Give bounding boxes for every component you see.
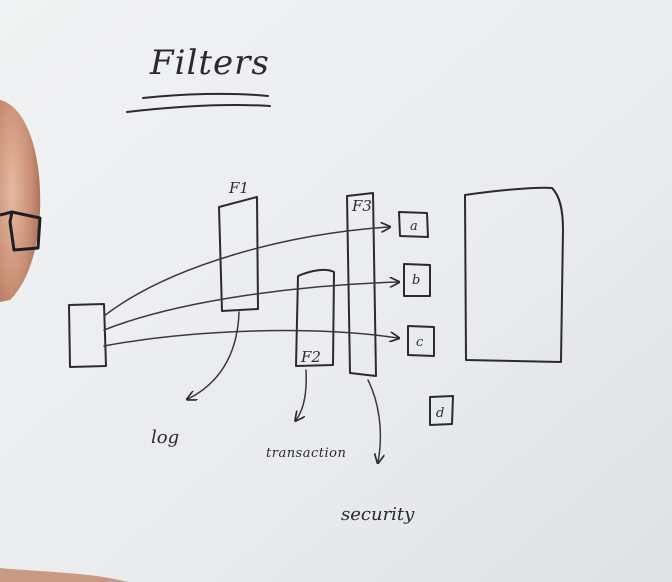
target-b-label: b xyxy=(412,273,420,288)
arrow-to-b xyxy=(103,282,398,331)
arrow-to-c xyxy=(103,329,398,347)
server-box xyxy=(464,186,564,363)
arrow-transaction xyxy=(296,369,307,420)
target-c-label: c xyxy=(416,335,424,350)
arrow-log xyxy=(188,311,240,399)
title-text: Filters xyxy=(149,43,270,83)
title-underline-2 xyxy=(126,103,271,113)
target-b-box xyxy=(403,263,431,297)
eyeglasses xyxy=(0,210,42,252)
note-transaction: transaction xyxy=(266,446,346,461)
filter-f2-box xyxy=(295,268,335,367)
note-security: security xyxy=(341,504,415,525)
filter-f1-label: F1 xyxy=(228,179,249,197)
title-underline-1 xyxy=(142,92,269,99)
target-a-box xyxy=(398,211,429,238)
arrow-security xyxy=(367,379,380,462)
filter-f2-label: F2 xyxy=(300,348,321,366)
filter-f3-label: F3 xyxy=(351,197,372,215)
target-d-label: d xyxy=(436,406,444,421)
arrow-to-a xyxy=(103,227,389,317)
filter-f1-box xyxy=(218,196,259,312)
target-d-box xyxy=(429,395,454,426)
note-log: log xyxy=(151,427,179,448)
target-a-label: a xyxy=(410,219,418,234)
presenter-hand xyxy=(0,568,128,582)
presenter-head xyxy=(0,100,128,582)
target-c-box xyxy=(407,325,435,357)
filter-f3-box xyxy=(346,192,377,377)
client-box xyxy=(68,303,107,368)
